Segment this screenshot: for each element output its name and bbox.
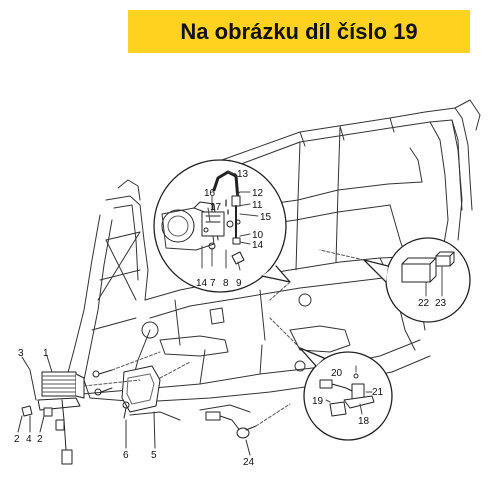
part-label-4: 4 <box>26 434 32 445</box>
throttle-body-detail <box>153 159 291 293</box>
part-label-22: 22 <box>418 298 430 309</box>
part-label-12: 12 <box>252 188 264 199</box>
part-number-banner: Na obrázku díl číslo 19 <box>128 10 470 53</box>
part-label-23: 23 <box>435 298 447 309</box>
part-label-7: 7 <box>210 278 216 289</box>
part-label-2: 2 <box>37 434 43 445</box>
part-label-14: 14 <box>196 278 208 289</box>
washer-icon <box>21 405 33 417</box>
part-label-9: 9 <box>236 278 242 289</box>
part-label-10: 10 <box>252 230 264 241</box>
part-label-24: 24 <box>243 457 255 468</box>
part-label-14: 14 <box>252 240 264 251</box>
part-number-labels: 1 2 2 3 4 5 6 7 8 9 10 11 12 13 14 14 15… <box>14 169 447 468</box>
sensor-connector <box>205 411 221 421</box>
part-label-13: 13 <box>237 169 249 180</box>
gasket-icon <box>226 220 234 228</box>
sensor-body <box>236 427 250 439</box>
part-label-11: 11 <box>252 200 263 211</box>
control-unit-assembly <box>121 365 161 419</box>
part-label-6: 6 <box>123 450 129 461</box>
part-label-3: 3 <box>18 348 24 359</box>
mounting-bracket <box>343 395 375 409</box>
banner-text: Na obrázku díl číslo 19 <box>180 18 418 44</box>
part-label-17: 17 <box>210 202 222 213</box>
relay-detail <box>363 237 471 323</box>
part-label-16: 16 <box>204 188 216 199</box>
sensor-assembly <box>205 411 257 439</box>
part-label-1: 1 <box>43 348 49 359</box>
part-label-2: 2 <box>14 434 20 445</box>
clip-icon <box>231 251 245 265</box>
bracket-connector <box>319 379 333 389</box>
voltage-regulator-assembly <box>21 369 113 465</box>
relay-icon <box>401 263 431 283</box>
assembly-guide-lines <box>83 249 365 427</box>
throttle-body-bore <box>161 209 195 243</box>
part-label-20: 20 <box>331 368 343 379</box>
part-label-18: 18 <box>358 416 370 427</box>
part-label-5: 5 <box>151 450 157 461</box>
detail-circle-bracket <box>303 351 393 441</box>
bolt-icon <box>92 369 113 396</box>
part-label-15: 15 <box>260 212 272 223</box>
part-label-21: 21 <box>372 387 384 398</box>
sensor-bracket-detail <box>299 347 393 441</box>
regulator-bracket <box>37 397 81 411</box>
regulator-connector <box>61 449 73 465</box>
relay-holder <box>435 255 451 267</box>
part-label-19: 19 <box>312 396 324 407</box>
part-label-8: 8 <box>223 278 229 289</box>
label-leaders <box>17 355 251 456</box>
